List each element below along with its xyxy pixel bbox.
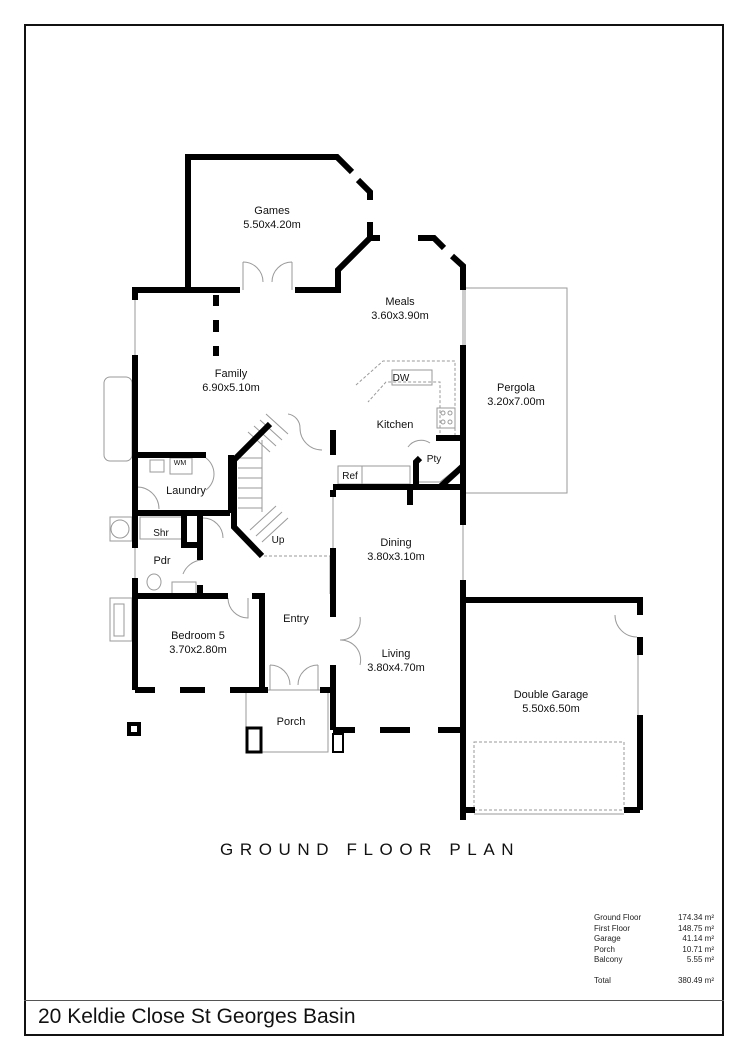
- fridge-label: Ref: [342, 471, 358, 482]
- room-powder: Pdr: [153, 555, 170, 569]
- area-label: Balcony: [594, 955, 623, 964]
- room-living: Living 3.80x4.70m: [367, 648, 424, 675]
- room-shower: Shr: [153, 528, 169, 539]
- area-value: 148.75 m²: [677, 923, 714, 933]
- room-meals-size: 3.60x3.90m: [371, 309, 429, 322]
- area-row: Garage 41.14 m²: [594, 934, 714, 945]
- area-row: Porch 10.71 m²: [594, 945, 714, 956]
- washing-machine-label: WM: [173, 460, 187, 467]
- room-entry-name: Entry: [283, 613, 309, 625]
- plan-title: GROUND FLOOR PLAN: [220, 840, 521, 859]
- plan-sheet-border: [24, 24, 724, 1036]
- property-address: 20 Keldie Close St Georges Basin: [38, 1005, 356, 1028]
- area-total-row: Total 380.49 m²: [594, 976, 714, 987]
- room-bedroom5-size: 3.70x2.80m: [169, 643, 227, 656]
- room-kitchen-name: Kitchen: [376, 419, 414, 431]
- room-kitchen: Kitchen: [377, 419, 414, 433]
- room-meals: Meals 3.60x3.90m: [371, 296, 428, 323]
- room-bedroom5: Bedroom 5 3.70x2.80m: [169, 630, 226, 657]
- area-total-label: Total: [594, 975, 611, 985]
- area-value: 5.55 m²: [686, 955, 714, 964]
- room-laundry-name: Laundry: [166, 485, 206, 497]
- room-dining-size: 3.80x3.10m: [367, 550, 425, 563]
- room-laundry: Laundry: [166, 485, 206, 499]
- area-row: Balcony 5.55 m²: [594, 955, 714, 966]
- room-pergola-size: 3.20x7.00m: [487, 395, 545, 408]
- area-value: 174.34 m²: [677, 913, 714, 922]
- room-living-name: Living: [381, 648, 411, 660]
- room-living-size: 3.80x4.70m: [367, 661, 425, 674]
- room-dining: Dining 3.80x3.10m: [367, 537, 424, 564]
- room-garage-name: Double Garage: [513, 689, 589, 701]
- room-games-name: Games: [254, 205, 290, 217]
- area-label: Ground Floor: [594, 913, 642, 922]
- area-summary-table: Ground Floor 174.34 m² First Floor 148.75 …: [594, 913, 714, 986]
- room-entry: Entry: [283, 613, 309, 627]
- room-pergola-name: Pergola: [497, 382, 535, 394]
- footer-divider: [24, 1000, 724, 1036]
- room-games: Games 5.50x4.20m: [243, 205, 300, 232]
- room-porch: Porch: [277, 716, 306, 730]
- room-porch-name: Porch: [276, 716, 306, 728]
- garage-door-zone: [473, 741, 625, 811]
- room-games-size: 5.50x4.20m: [243, 218, 301, 231]
- room-dining-name: Dining: [380, 537, 412, 549]
- area-value: 10.71 m²: [682, 944, 714, 954]
- area-label: First Floor: [594, 923, 630, 933]
- room-bedroom5-name: Bedroom 5: [171, 630, 225, 642]
- room-pergola: Pergola 3.20x7.00m: [487, 382, 544, 409]
- stairs-up-label: Up: [271, 535, 285, 546]
- area-row: Ground Floor 174.34 m²: [594, 913, 714, 924]
- dishwasher-label: DW: [392, 373, 410, 384]
- room-pantry: Pty: [426, 454, 442, 465]
- room-family-name: Family: [214, 368, 248, 380]
- room-family: Family 6.90x5.10m: [202, 368, 259, 395]
- room-powder-name: Pdr: [153, 555, 171, 567]
- area-value: 41.14 m²: [682, 934, 714, 943]
- room-meals-name: Meals: [385, 296, 415, 308]
- room-garage-size: 5.50x6.50m: [522, 702, 580, 715]
- area-total-value: 380.49 m²: [677, 975, 714, 985]
- room-family-size: 6.90x5.10m: [202, 381, 260, 394]
- area-label: Garage: [594, 934, 621, 943]
- room-garage: Double Garage 5.50x6.50m: [514, 689, 589, 716]
- area-row: First Floor 148.75 m²: [594, 924, 714, 935]
- area-label: Porch: [594, 944, 615, 954]
